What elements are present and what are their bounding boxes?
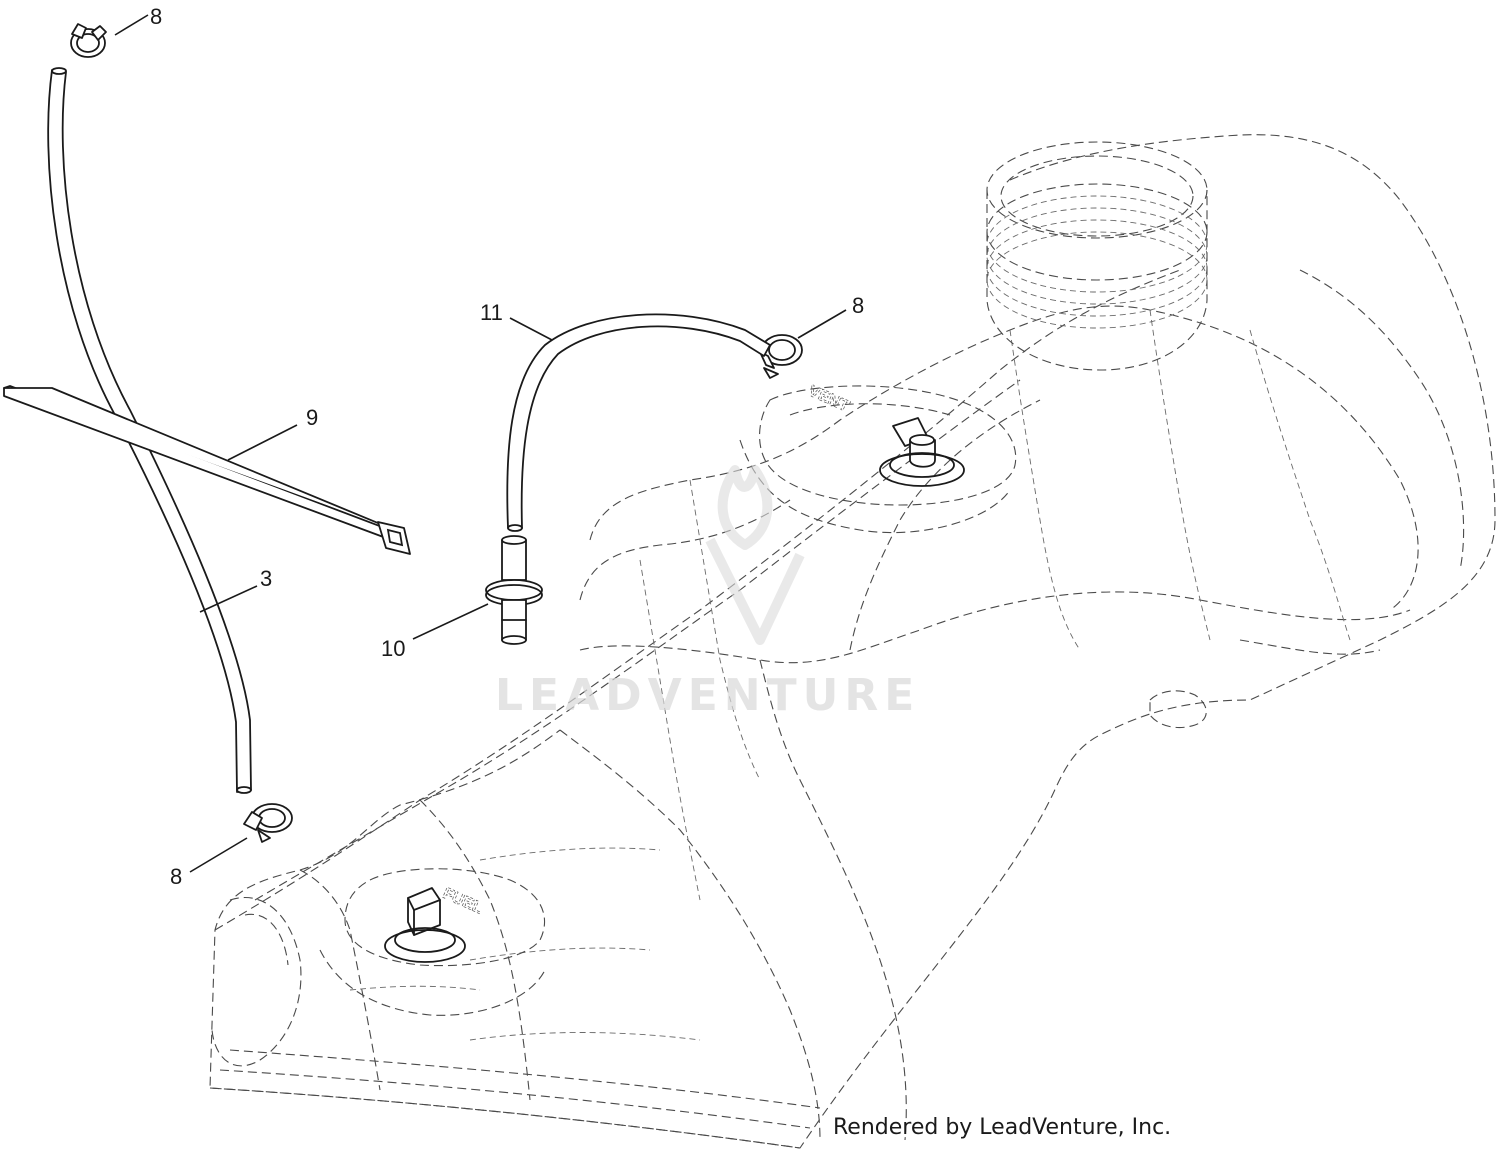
- render-credit: Rendered by LeadVenture, Inc.: [833, 1115, 1172, 1140]
- callout-grommet-fitting: 10: [381, 636, 405, 661]
- grommet-fitting: [485, 535, 543, 645]
- callouts: 8 8 8 9 3 11 10: [114, 4, 864, 889]
- callout-clamp-top: 8: [150, 4, 162, 29]
- fuel-outlet-fitting: [384, 887, 466, 963]
- leadventure-watermark: LEADVENTURE: [495, 465, 920, 721]
- filler-neck: [986, 141, 1208, 371]
- callout-fuel-hose: 3: [260, 566, 272, 591]
- hose-clamp-top: [70, 23, 107, 58]
- watermark-text: LEADVENTURE: [495, 670, 920, 721]
- hose-clamp-bottom: [243, 803, 293, 843]
- vent-nipple: [879, 417, 965, 487]
- fuel-tank-outline: [209, 134, 1496, 1149]
- hose-clamp-right: [759, 334, 803, 379]
- fuel-hose: [47, 67, 252, 794]
- callout-vent-hose: 11: [480, 300, 503, 325]
- callout-clamp-bottom: 8: [170, 864, 182, 889]
- cable-tie: [3, 385, 411, 555]
- vent-hose: [506, 313, 771, 532]
- callout-cable-tie: 9: [306, 405, 318, 430]
- fuel-embossing: FUEL: [440, 885, 485, 918]
- vent-boss: VENT: [739, 382, 1017, 534]
- callout-clamp-right: 8: [852, 293, 864, 318]
